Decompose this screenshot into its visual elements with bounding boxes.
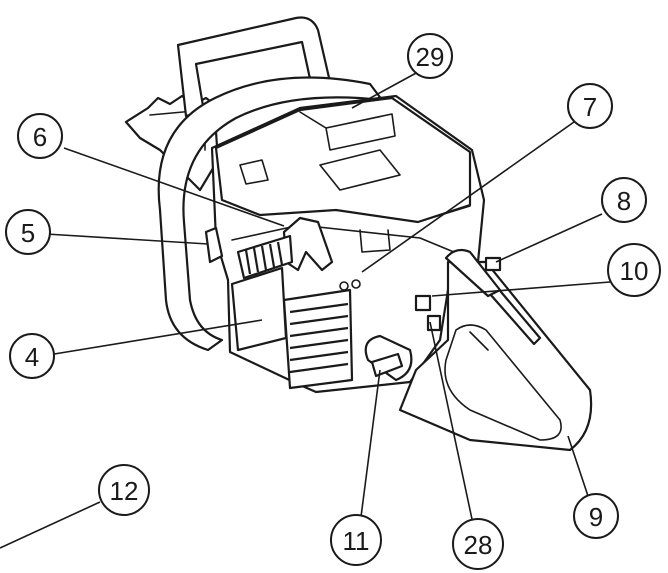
callout-5: 5 bbox=[5, 209, 51, 255]
callout-8: 8 bbox=[601, 177, 647, 223]
callout-12-label: 12 bbox=[110, 476, 139, 506]
callout-10: 10 bbox=[607, 243, 661, 297]
controls bbox=[364, 256, 502, 382]
callout-28: 28 bbox=[452, 518, 504, 570]
top-handle bbox=[176, 16, 332, 118]
callout-6: 6 bbox=[17, 113, 63, 159]
engine-body bbox=[204, 94, 486, 394]
callout-12: 12 bbox=[98, 464, 150, 516]
callout-11: 11 bbox=[330, 514, 382, 566]
intake-vents bbox=[236, 234, 294, 280]
callout-7-label: 7 bbox=[583, 92, 597, 122]
callout-4-label: 4 bbox=[25, 342, 39, 372]
leader-lines bbox=[0, 71, 611, 549]
callout-7: 7 bbox=[567, 83, 613, 129]
callout-29: 29 bbox=[407, 33, 453, 79]
exhaust-grille bbox=[282, 288, 354, 390]
callout-28-label: 28 bbox=[464, 530, 493, 560]
callout-5-label: 5 bbox=[21, 218, 35, 248]
callout-11-label: 11 bbox=[343, 526, 370, 556]
callout-29-label: 29 bbox=[416, 42, 445, 72]
callout-9: 9 bbox=[573, 493, 619, 539]
callout-9-label: 9 bbox=[589, 502, 603, 532]
callout-10-label: 10 bbox=[620, 256, 649, 286]
callout-8-label: 8 bbox=[617, 186, 631, 216]
callout-4: 4 bbox=[9, 333, 55, 379]
callout-6-label: 6 bbox=[33, 122, 47, 152]
front-handle-bar bbox=[157, 76, 384, 352]
